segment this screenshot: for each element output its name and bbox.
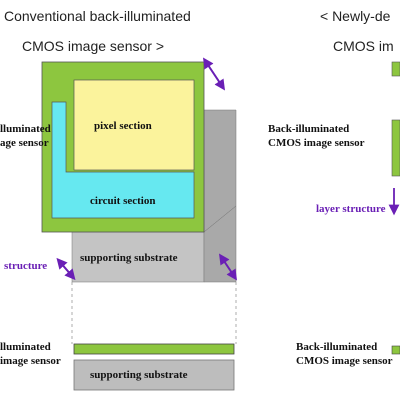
left-heading-line2: CMOS image sensor > — [22, 38, 164, 54]
right-purple-label: layer structure — [316, 203, 386, 215]
left-side-label-bottom-line2: image sensor — [0, 355, 61, 367]
flat-supporting-substrate-label: supporting substrate — [90, 369, 188, 381]
right-side-label-top-line1: Back-illuminated — [268, 123, 350, 135]
circuit-section-shape — [51, 101, 195, 219]
supporting-substrate-label: supporting substrate — [80, 252, 178, 264]
left-side-label-top-line2: age sensor — [0, 137, 49, 149]
right-side-label-bottom-line1: Back-illuminated — [296, 341, 378, 353]
right-green-edge — [391, 119, 400, 177]
right-green-edge-top — [391, 61, 400, 77]
left-side-label-bottom-line1: lluminated — [0, 341, 51, 353]
purple-arrows-left — [56, 57, 237, 281]
pixel-section-shape — [73, 79, 195, 171]
left-purple-label: structure — [4, 260, 48, 272]
right-side-label-bottom-line2: CMOS image sensor — [296, 355, 393, 367]
right-heading-line2: CMOS im — [333, 38, 394, 54]
flat-green-layer — [73, 343, 235, 355]
left-heading-line1: Conventional back-illuminated — [4, 8, 191, 24]
right-heading-line1: < Newly-de — [320, 8, 391, 24]
left-side-label-top-line1: lluminated — [0, 123, 51, 135]
circuit-section-label: circuit section — [90, 195, 156, 207]
flat-substrate-layer — [73, 359, 235, 391]
gray-substrate-block — [71, 109, 237, 283]
pixel-section-label: pixel section — [94, 120, 152, 132]
right-flat-layer — [391, 345, 400, 355]
right-side-label-top-line2: CMOS image sensor — [268, 137, 365, 149]
